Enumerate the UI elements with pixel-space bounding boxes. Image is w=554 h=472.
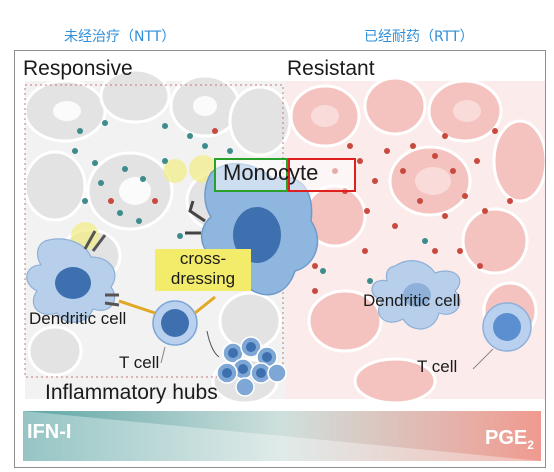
untreated-header-label: 未经治疗（NTT） [64, 29, 176, 45]
resistant-header-label: 已经耐药（RTT） [364, 29, 474, 45]
t-cell-left-pointer [160, 346, 166, 364]
cross-dressing-line2: dressing [170, 269, 236, 288]
responsive-title: Responsive [23, 57, 133, 80]
tumour-cell [27, 325, 83, 377]
t-cell-right-label: T cell [417, 357, 458, 376]
tumour-cell [353, 357, 437, 405]
tumour-cell [23, 150, 87, 222]
t-cell-left-nucleus [161, 309, 189, 337]
cross-dressing-highlight [155, 249, 251, 291]
ifn-pge2-gradient-bar [23, 411, 541, 461]
t-cell-cluster-nuclei [222, 342, 272, 378]
resistant-cell-nuclei [311, 100, 481, 195]
pge2-label-subscript: 2 [527, 438, 534, 452]
dendritic-nucleus-left [55, 267, 91, 299]
pge2-label-main: PGE [485, 427, 528, 449]
t-cell-left-label: T cell [119, 353, 160, 372]
resistant-title: Resistant [287, 57, 375, 80]
cross-dressing-label: cross- dressing [163, 249, 243, 289]
tumour-cell [492, 119, 545, 203]
monocyte-green-box [214, 158, 288, 192]
monocyte-label-part1: Mono [223, 160, 279, 185]
tumour-cell [363, 76, 427, 136]
dendritic-receptors [83, 230, 120, 307]
tumour-cell [228, 85, 292, 157]
tumour-cell [461, 207, 529, 275]
t-cell-right-pointer [472, 348, 494, 370]
diagram-illustration [23, 68, 545, 461]
gradient-bar-shading [23, 411, 541, 461]
monocyte-label: Monocyte [223, 160, 318, 186]
tumour-cell [307, 289, 383, 353]
monocyte-receptor [188, 200, 206, 223]
monocyte-label-part2: cyte [278, 160, 319, 185]
dendritic-nucleus-right [403, 283, 431, 307]
dendritic-cell-right-label: Dendritic cell [363, 291, 461, 310]
inflammatory-hubs-label: Inflammatory hubs [45, 381, 218, 404]
dendritic-cell-left-label: Dendritic cell [29, 309, 127, 328]
cross-dressing-line1: cross- [179, 249, 227, 268]
t-cell-right-nucleus [493, 313, 521, 341]
pge2-label: PGE2 [485, 427, 534, 452]
resistant-tumour-cells [289, 76, 545, 405]
ifn-i-label: IFN-I [27, 421, 72, 443]
diagram-panel: Responsive Resistant Monocyte cross- dre… [14, 50, 546, 468]
monocyte-red-box [288, 158, 356, 192]
tumour-cell [99, 68, 171, 124]
antigen-presentation-link [194, 295, 216, 315]
antigen-presentation-link [118, 299, 156, 315]
cluster-arrow [206, 330, 220, 358]
responsive-cell-nuclei [53, 96, 217, 205]
